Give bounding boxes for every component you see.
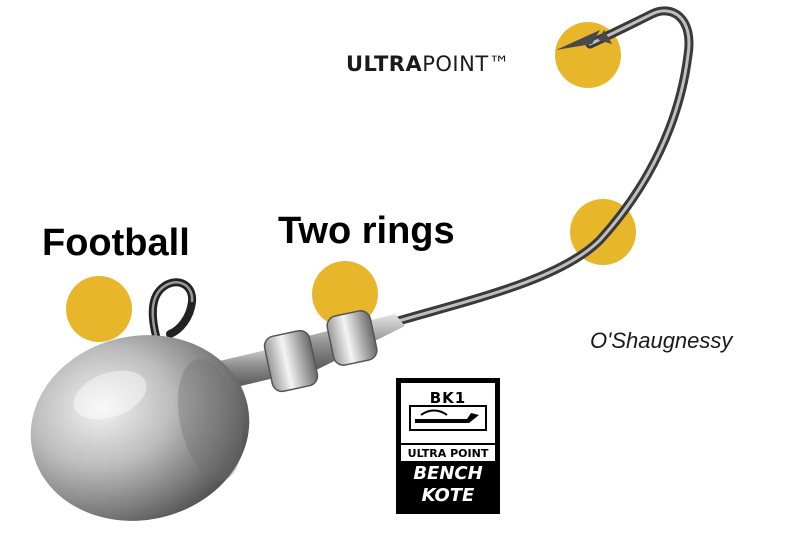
- marker-dot: [66, 276, 132, 342]
- label-ultrapoint: ULTRAPOINT™: [346, 52, 510, 76]
- bench-kote-logo: BK1 ULTRA POINT BENCH KOTE: [396, 378, 500, 514]
- logo-line1: ULTRA POINT: [401, 443, 495, 460]
- label-two-rings: Two rings: [278, 210, 455, 252]
- logo-line2: BENCH: [413, 463, 483, 484]
- logo-code: BK1: [429, 389, 467, 407]
- label-hook-shape: O'Shaugnessy: [590, 328, 733, 353]
- label-football: Football: [42, 222, 190, 264]
- label-ultrapoint-light: POINT™: [422, 52, 511, 76]
- logo-mark-icon: [409, 405, 487, 431]
- logo-bottom: BENCH KOTE: [401, 461, 495, 509]
- label-ultrapoint-bold: ULTRA: [346, 52, 423, 76]
- logo-line3: KOTE: [421, 485, 475, 506]
